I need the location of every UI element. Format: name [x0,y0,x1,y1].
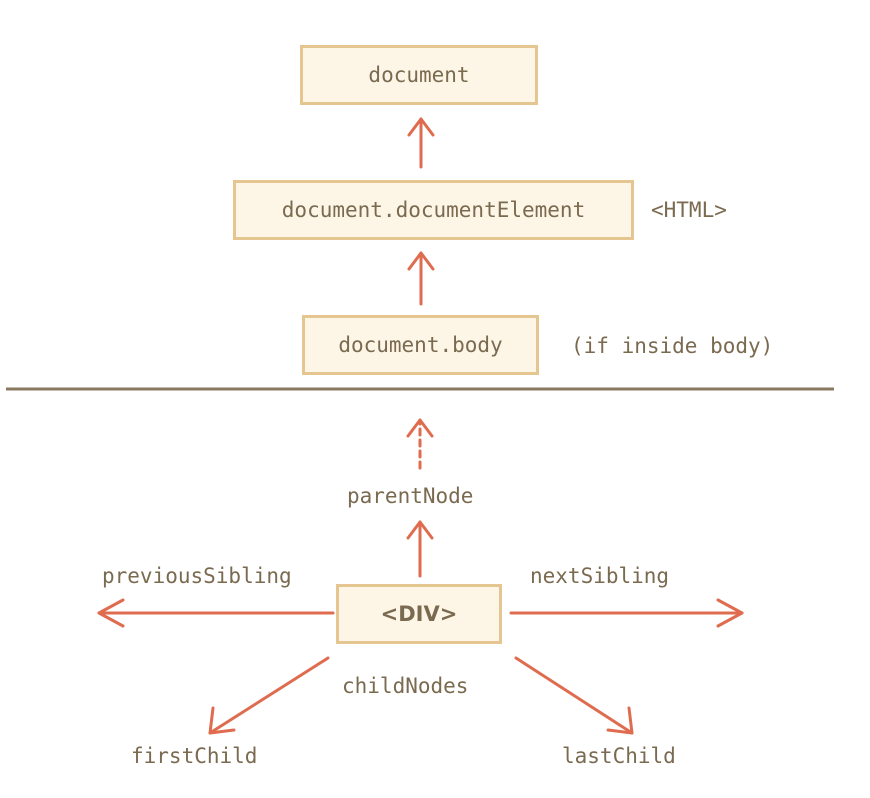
first-child-label: firstChild [131,744,258,768]
body-note: (if inside body) [571,334,774,358]
parent-node-label: parentNode [347,484,474,508]
node-body: document.body [302,315,539,375]
html-tag-note: <HTML> [651,198,727,222]
arrow-to-document [407,117,435,169]
arrow-dashed-parent [406,418,434,470]
arrow-last-child [514,656,634,735]
arrow-parent-node [406,520,434,578]
previous-sibling-label: previousSibling [102,564,292,588]
node-document: document [300,45,538,105]
arrow-next-sibling [509,598,744,628]
node-document-element: document.documentElement [233,180,634,240]
child-nodes-label: childNodes [342,674,469,698]
node-document-label: document [368,63,470,87]
node-div-label: <DIV> [380,602,458,626]
arrow-previous-sibling [97,598,335,628]
node-document-element-label: document.documentElement [281,198,586,222]
arrow-to-document-element [407,251,435,306]
node-body-label: document.body [338,333,503,357]
arrow-first-child [208,656,330,735]
node-div: <DIV> [336,584,502,644]
next-sibling-label: nextSibling [530,564,670,588]
last-child-label: lastChild [562,744,676,768]
